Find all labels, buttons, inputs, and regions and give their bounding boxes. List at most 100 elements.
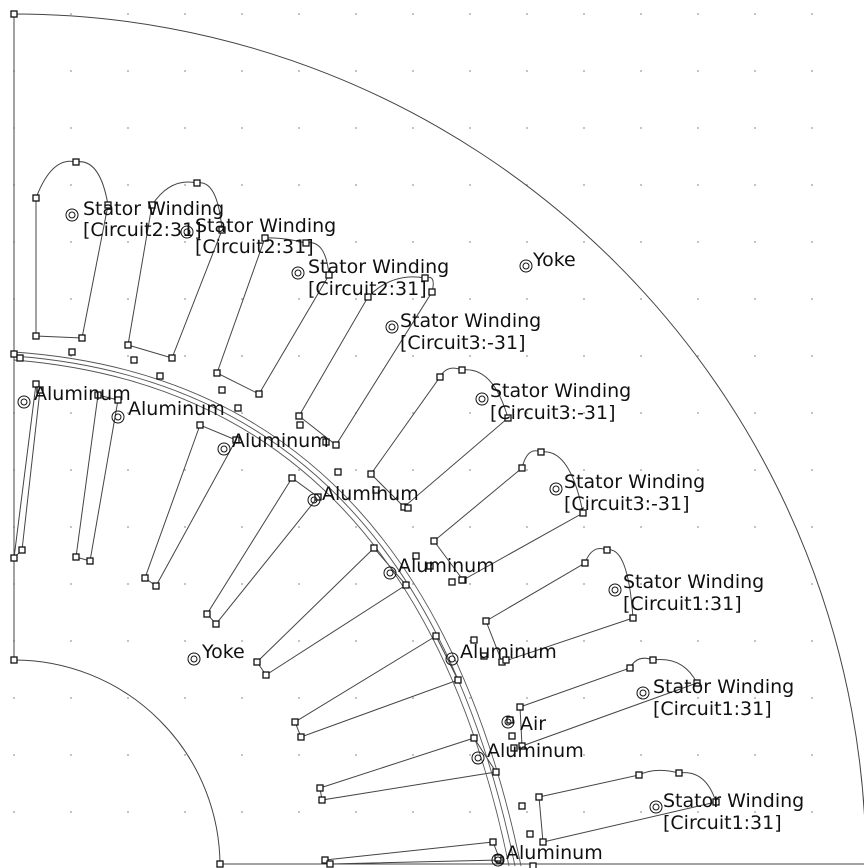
mesh-node (489, 838, 497, 846)
grid-dot (583, 526, 585, 528)
stator-winding-label-8[interactable]: Stator Winding [Circuit1:31] (653, 676, 794, 720)
slot-5-label-circuit: [Circuit3:-31] (490, 402, 616, 424)
grid-dot (13, 697, 15, 699)
mesh-node (367, 470, 375, 478)
grid-dot (697, 184, 699, 186)
aluminum-label-3[interactable]: Aluminum (232, 430, 329, 452)
grid-dot (697, 526, 699, 528)
grid-dot (640, 355, 642, 357)
air-label[interactable]: Air (520, 713, 546, 735)
block-label-marker-inner (183, 228, 191, 236)
stator-winding-label-7[interactable]: Stator Winding [Circuit1:31] (623, 571, 764, 615)
mesh-node (94, 391, 102, 399)
grid-dot (526, 127, 528, 129)
grid-dot (355, 127, 357, 129)
grid-dot (697, 640, 699, 642)
mesh-node (302, 239, 310, 247)
aluminum-label-1[interactable]: Aluminum (34, 383, 131, 405)
grid-dot (754, 13, 756, 15)
mesh-node (36, 386, 44, 394)
stator-winding-label-5[interactable]: Stator Winding [Circuit3:-31] (490, 380, 631, 424)
mesh-node (470, 734, 478, 742)
mesh-node (78, 334, 86, 342)
grid-dot (70, 70, 72, 72)
mesh-node (626, 664, 634, 672)
slot-2-label-circuit: [Circuit2:31] (195, 236, 314, 258)
grid-dot (127, 583, 129, 585)
grid-dot (184, 298, 186, 300)
yoke-label-stator[interactable]: Yoke (532, 249, 576, 271)
grid-dot (469, 241, 471, 243)
air-gap-line-middle (13, 355, 516, 867)
mesh-node (326, 860, 334, 868)
grid-dot (811, 298, 813, 300)
grid-dot (298, 811, 300, 813)
grid-dot (13, 754, 15, 756)
aluminum-label-8[interactable]: Aluminum (506, 842, 603, 864)
grid-dot (298, 184, 300, 186)
mesh-node (649, 656, 657, 664)
grid-dot (355, 754, 357, 756)
block-label-marker-outer (608, 583, 622, 597)
grid-dot (469, 811, 471, 813)
grid-dot (526, 526, 528, 528)
aluminum-label-6[interactable]: Aluminum (460, 641, 557, 663)
mesh-node (288, 474, 296, 482)
stator-winding-label-6[interactable]: Stator Winding [Circuit3:-31] (564, 471, 705, 515)
mesh-node (255, 390, 263, 398)
grid-dot (184, 241, 186, 243)
block-label-marker-inner (310, 496, 318, 504)
stator-winding-label-3[interactable]: Stator Winding [Circuit2:31] (308, 256, 449, 300)
grid-dot (127, 355, 129, 357)
grid-dot (697, 811, 699, 813)
grid-dot (697, 469, 699, 471)
grid-dot (469, 526, 471, 528)
grid-dot (640, 241, 642, 243)
grid-dot (640, 70, 642, 72)
grid-dot (298, 526, 300, 528)
mesh-node (454, 676, 462, 684)
block-label-marker-inner (448, 655, 456, 663)
block-label-marker-inner (68, 211, 76, 219)
stator-winding-label-2[interactable]: Stator Winding [Circuit2:31] (195, 215, 336, 258)
grid-dot (241, 811, 243, 813)
aluminum-label-4[interactable]: Aluminum (322, 483, 419, 505)
grid-dot (412, 754, 414, 756)
grid-dot (469, 469, 471, 471)
yoke-label-rotor[interactable]: Yoke (201, 641, 245, 663)
grid-dot (127, 526, 129, 528)
stator-winding-label-9[interactable]: Stator Winding [Circuit1:31] (663, 790, 804, 834)
grid-dot (241, 526, 243, 528)
slot-9-label-name: Stator Winding (663, 790, 804, 812)
mesh-node (675, 769, 683, 777)
grid-dot (355, 469, 357, 471)
block-label-marker-outer (17, 395, 31, 409)
mesh-node (518, 742, 526, 750)
mesh-node (458, 576, 466, 584)
grid-dot (811, 754, 813, 756)
grid-dot (811, 412, 813, 414)
mesh-node (10, 554, 18, 562)
mesh-node (16, 354, 24, 362)
aluminum-label-7[interactable]: Aluminum (487, 740, 584, 762)
grid-dot (184, 355, 186, 357)
grid-dot (184, 640, 186, 642)
mesh-node (32, 380, 40, 388)
grid-dot (640, 811, 642, 813)
aluminum-label-5[interactable]: Aluminum (398, 555, 495, 577)
grid-dot (355, 811, 357, 813)
grid-dot (811, 469, 813, 471)
grid-dot (583, 811, 585, 813)
grid-dot (640, 127, 642, 129)
grid-dot (583, 127, 585, 129)
grid-dot (241, 697, 243, 699)
stator-winding-label-4[interactable]: Stator Winding [Circuit3:-31] (400, 310, 541, 354)
grid-dot (583, 640, 585, 642)
grid-dot (412, 640, 414, 642)
aluminum-label-2[interactable]: Aluminum (128, 398, 225, 420)
slot-7-label-circuit: [Circuit1:31] (623, 593, 742, 615)
grid-dot (355, 70, 357, 72)
stator-winding-label-1[interactable]: Stator Winding [Circuit2:31] (83, 198, 224, 241)
grid-dot (184, 697, 186, 699)
